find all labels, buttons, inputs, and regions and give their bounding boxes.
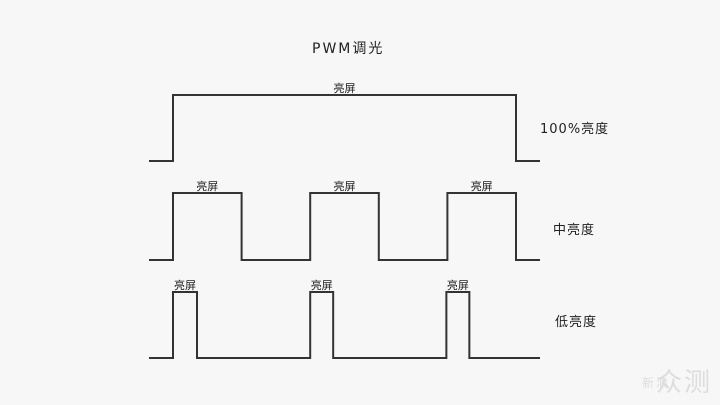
on-label: 亮屏 <box>196 180 219 193</box>
label-low-brightness: 低亮度 <box>555 315 598 330</box>
watermark-logo: 新浪众测 <box>641 368 712 398</box>
diagram-title: PWM调光 <box>312 41 385 57</box>
on-label: 亮屏 <box>333 82 356 95</box>
on-label: 亮屏 <box>333 180 356 193</box>
waveform-1 <box>149 192 540 261</box>
waveform-0 <box>149 94 540 162</box>
on-label: 亮屏 <box>174 279 196 292</box>
waveform-2 <box>149 291 540 359</box>
on-label: 亮屏 <box>470 180 493 193</box>
label-full-brightness: 100%亮度 <box>540 122 610 137</box>
label-medium-brightness: 中亮度 <box>553 223 596 238</box>
on-label: 亮屏 <box>310 279 333 292</box>
on-label: 亮屏 <box>446 279 469 292</box>
